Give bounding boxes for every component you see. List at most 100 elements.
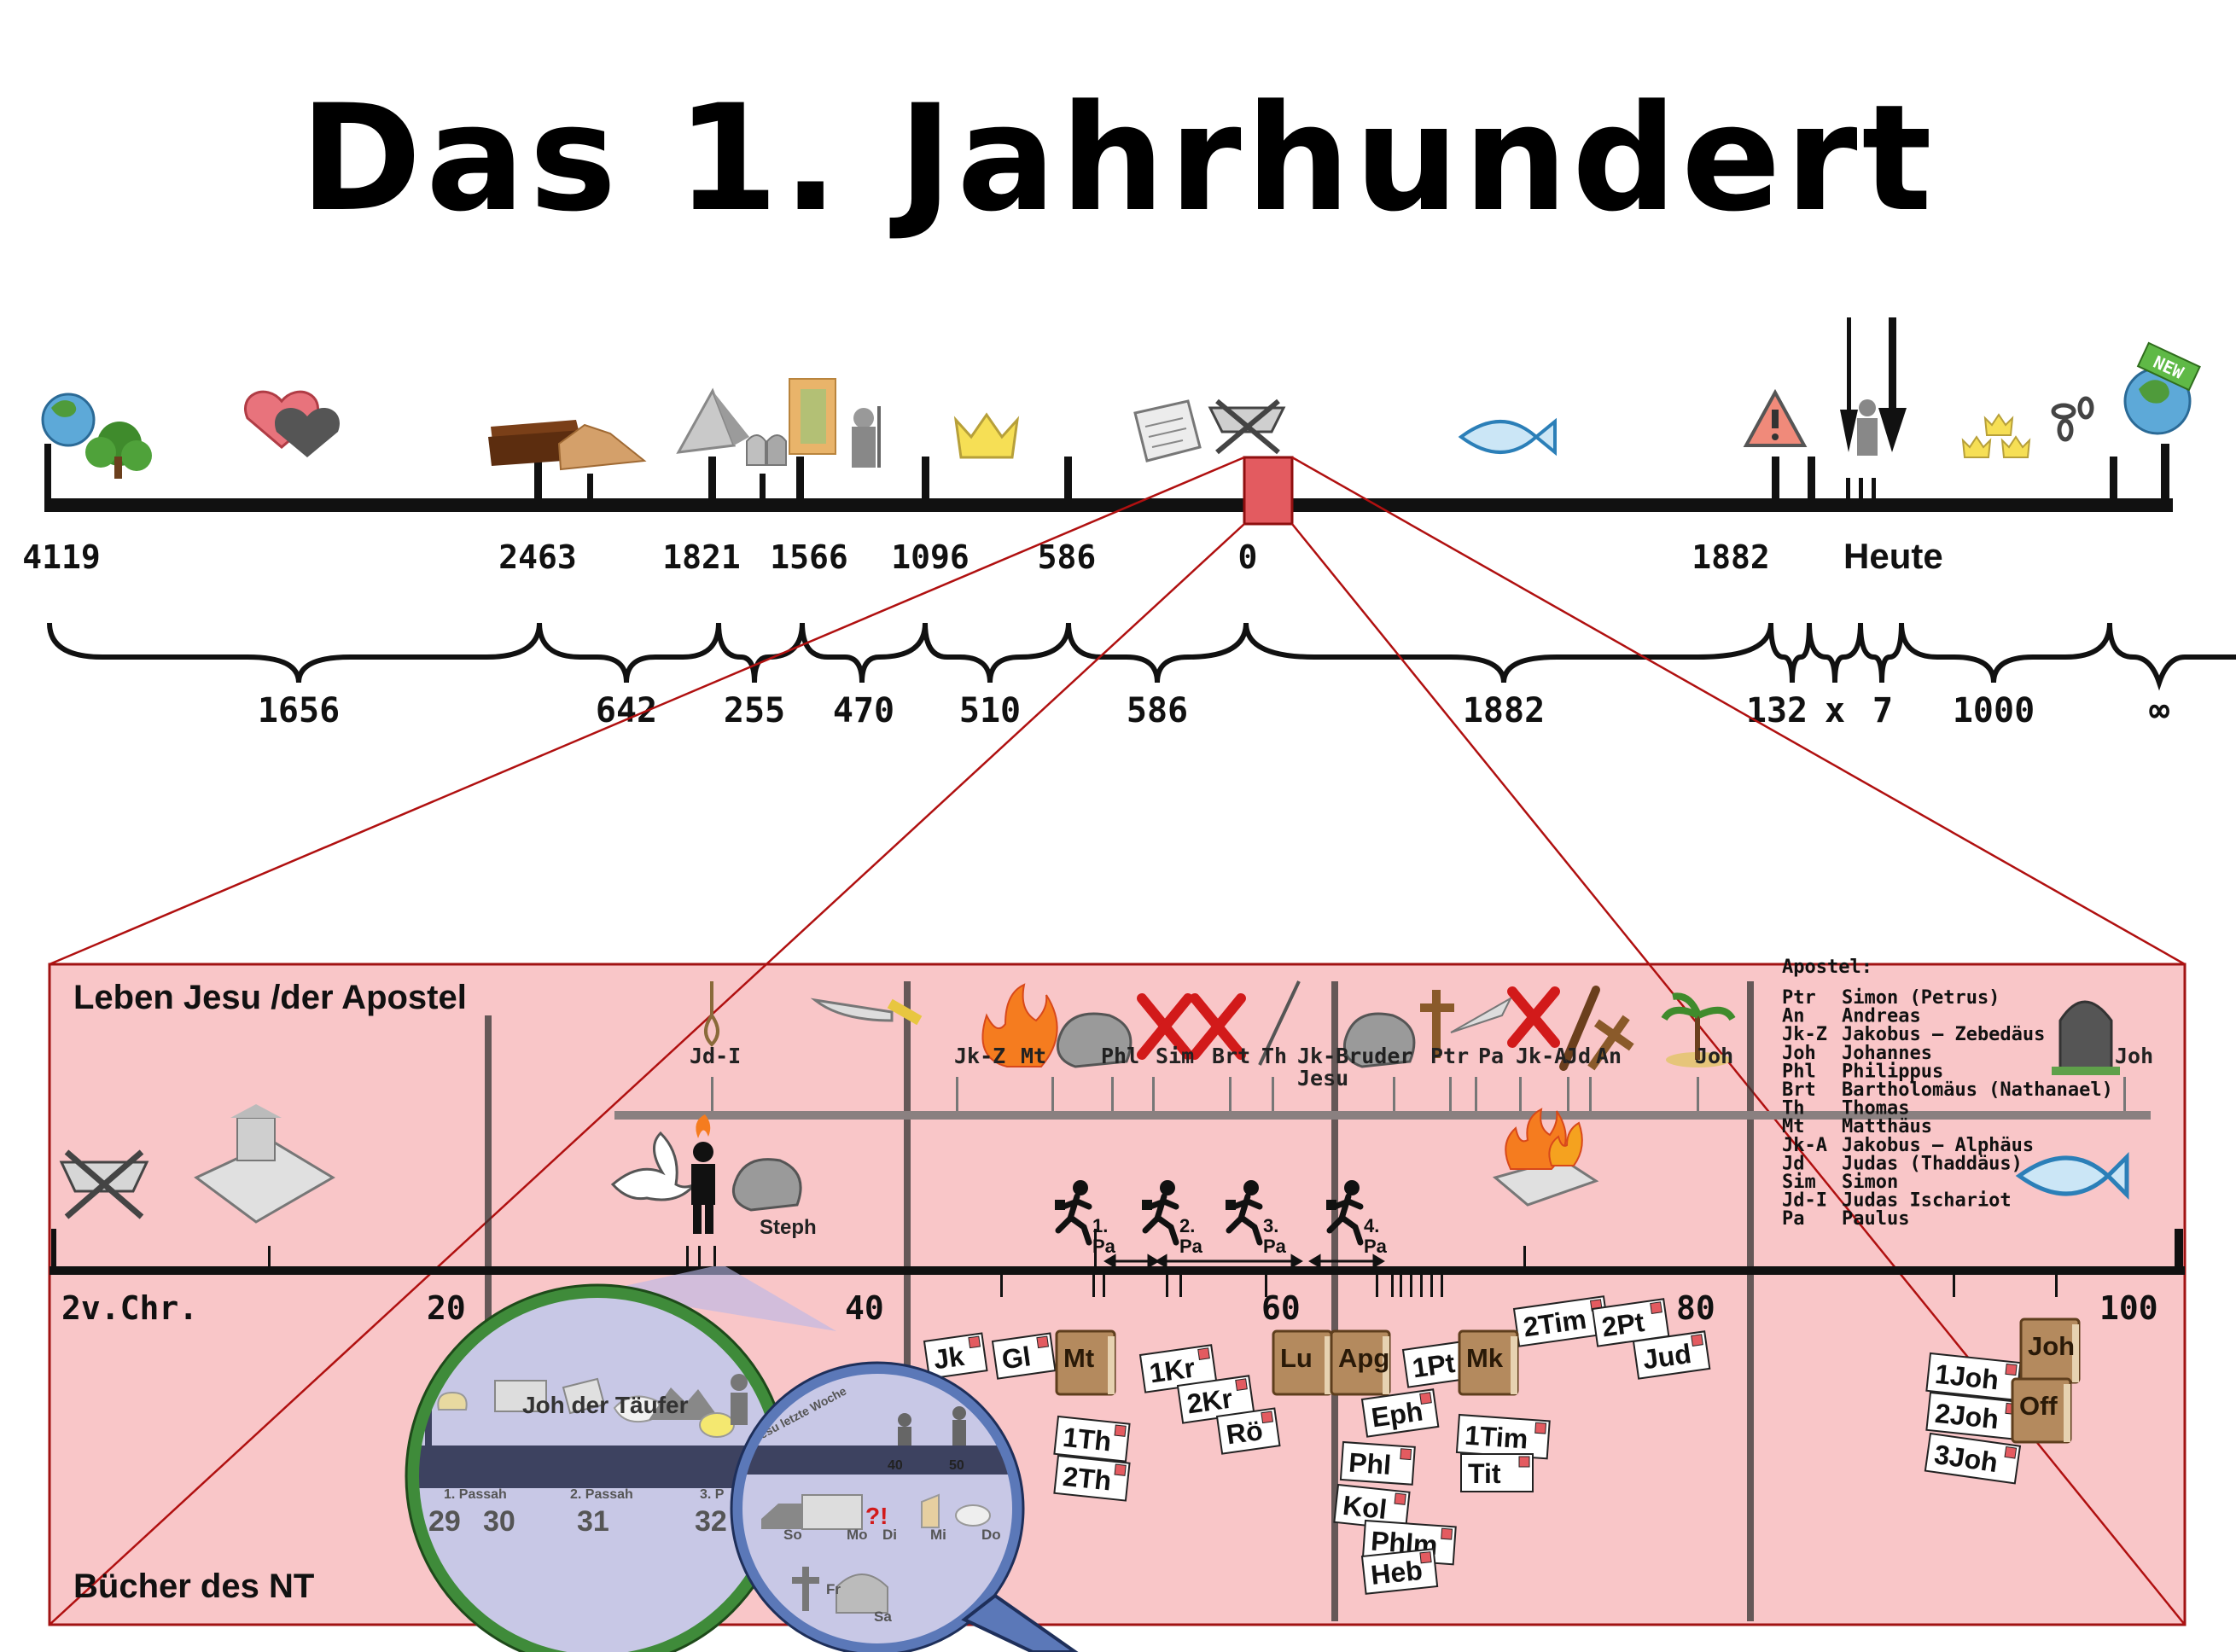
book-icon: Apg bbox=[1330, 1329, 1391, 1396]
apostles-line bbox=[614, 1111, 2151, 1120]
day-label: Mo bbox=[847, 1527, 868, 1543]
book-icon: Off bbox=[2011, 1377, 2072, 1444]
runner-icon bbox=[1226, 1180, 1263, 1246]
apostel-list-title: Apostel: bbox=[1782, 957, 1872, 978]
book-card: 1Joh bbox=[1925, 1352, 2022, 1401]
span-label: ∞ bbox=[2149, 691, 2169, 730]
book-card: Jud bbox=[1632, 1330, 1711, 1380]
apostel-abbr: Brt bbox=[1782, 1079, 1816, 1101]
fish-icon bbox=[1458, 417, 1557, 457]
globe-tree-icon bbox=[41, 393, 152, 479]
death-label: Joh bbox=[1695, 1044, 1733, 1068]
span-label: 7 bbox=[1872, 691, 1893, 730]
book-icon: Lu bbox=[1272, 1329, 1333, 1396]
dove-icon bbox=[610, 1131, 696, 1201]
death-label: Brt bbox=[1212, 1044, 1250, 1068]
apostel-name: Simon (Petrus) bbox=[1842, 987, 2000, 1009]
death-labels: Jd-I Jk-Z Mt Phl Sim Brt Th Jk-Bruder Je… bbox=[690, 1044, 2153, 1091]
scroll-icon bbox=[1133, 399, 1202, 462]
span-labels: 1656 642 255 470 510 586 1882 132 x 7 10… bbox=[258, 691, 2169, 730]
book-card: 2Pt bbox=[1591, 1298, 1670, 1347]
cross-x-icon bbox=[1137, 993, 1246, 1060]
span-label: 132 bbox=[1746, 691, 1808, 730]
death-label: Phl bbox=[1101, 1044, 1139, 1068]
book-card: Rö bbox=[1215, 1407, 1281, 1455]
apostel-name: Simon bbox=[1842, 1172, 1898, 1193]
zoom-panel bbox=[48, 963, 2187, 1626]
book-label: Jk bbox=[932, 1341, 966, 1376]
book-label: Tit bbox=[1468, 1458, 1501, 1489]
death-label: Ptr bbox=[1430, 1044, 1469, 1068]
panel-title-bottom: Bücher des NT bbox=[73, 1568, 314, 1605]
magnifier-year: 30 bbox=[483, 1505, 515, 1538]
panel-year-label: 40 bbox=[845, 1289, 884, 1327]
book-card: 2Kr bbox=[1176, 1375, 1255, 1424]
apostel-name: Matthäus bbox=[1842, 1116, 1932, 1137]
apostel-name: Jakobus – Zebedäus bbox=[1842, 1024, 2045, 1045]
apostel-abbr: Jk-Z bbox=[1782, 1024, 1827, 1045]
panel-year-labels: 2v.Chr. 20 40 60 80 100 bbox=[61, 1289, 2158, 1327]
span-label: 1000 bbox=[1953, 691, 2035, 730]
book-label: 2Joh bbox=[1934, 1398, 2000, 1435]
day-label: Fr bbox=[826, 1581, 841, 1597]
death-label: Jd bbox=[1565, 1044, 1591, 1068]
manger-icon bbox=[59, 1149, 149, 1219]
death-label: Th bbox=[1261, 1044, 1287, 1068]
book-icon: Mk bbox=[1458, 1329, 1519, 1396]
spear-icon bbox=[1258, 980, 1301, 1066]
magnifier-year: 29 bbox=[428, 1505, 461, 1538]
hearts-icon bbox=[244, 390, 340, 457]
fire-icon bbox=[981, 983, 1058, 1067]
pyramid-icon bbox=[676, 387, 749, 454]
death-label: Jk-Z bbox=[954, 1044, 1005, 1068]
apostles-ticks bbox=[711, 1077, 2126, 1111]
book-label: Mk bbox=[1466, 1343, 1504, 1373]
runner-icon bbox=[1142, 1180, 1179, 1246]
steph-label: Steph bbox=[760, 1216, 817, 1239]
book-label: Kol bbox=[1342, 1490, 1389, 1525]
stone-icon bbox=[1056, 1012, 1133, 1068]
fish-icon bbox=[2015, 1151, 2129, 1201]
span-label: 586 bbox=[1127, 691, 1188, 730]
cross-x-icon bbox=[1507, 986, 1560, 1048]
noose-icon bbox=[704, 981, 719, 1047]
chains-icon bbox=[2051, 396, 2094, 442]
apostel-abbr: Th bbox=[1782, 1098, 1805, 1120]
death-label: Sim bbox=[1156, 1044, 1194, 1068]
death-label: Jk-A bbox=[1516, 1044, 1567, 1068]
book-card: Kol bbox=[1333, 1483, 1411, 1531]
book-icon: Joh bbox=[2019, 1318, 2081, 1384]
panel-title-top: Leben Jesu /der Apostel bbox=[73, 979, 467, 1016]
panel-timeline-axis bbox=[49, 1266, 2185, 1275]
book-label: 1Joh bbox=[1934, 1358, 2000, 1396]
book-card: Phl bbox=[1339, 1440, 1416, 1486]
span-label: 255 bbox=[724, 691, 785, 730]
zoom-source-box bbox=[1243, 456, 1294, 526]
cross-icon bbox=[1587, 1015, 1634, 1071]
apostel-abbr: Jk-A bbox=[1782, 1135, 1827, 1156]
tablets-icon bbox=[746, 434, 787, 466]
death-label: Pa bbox=[1478, 1044, 1504, 1068]
panel-year-label: 100 bbox=[2099, 1289, 2158, 1327]
passah-label: 2. Passah bbox=[570, 1487, 633, 1502]
day-label: Do bbox=[981, 1527, 1001, 1543]
paulus-journeys: 1.Pa2.Pa3.Pa4.Pa bbox=[1055, 1180, 1388, 1257]
apostel-name: Thomas bbox=[1842, 1098, 1909, 1120]
apostel-abbr: Joh bbox=[1782, 1043, 1816, 1064]
moses-icon bbox=[789, 378, 881, 468]
apostel-name: Judas (Thaddäus) bbox=[1842, 1153, 2023, 1174]
book-label: 2Th bbox=[1062, 1461, 1113, 1497]
journey-pa: Pa bbox=[1179, 1236, 1203, 1257]
span-label: 510 bbox=[959, 691, 1021, 730]
year-label: 1566 bbox=[770, 538, 848, 576]
book-label: Off bbox=[2019, 1391, 2058, 1421]
island-icon bbox=[1661, 992, 1736, 1067]
passah-label: 1. Passah bbox=[444, 1487, 507, 1502]
book-label: Gl bbox=[1000, 1341, 1033, 1375]
book-card: 1Kr bbox=[1138, 1344, 1218, 1393]
sword-icon bbox=[810, 998, 923, 1026]
book-label: 1Tim bbox=[1464, 1420, 1529, 1455]
book-label: Apg bbox=[1338, 1343, 1389, 1373]
death-label: An bbox=[1596, 1044, 1622, 1068]
